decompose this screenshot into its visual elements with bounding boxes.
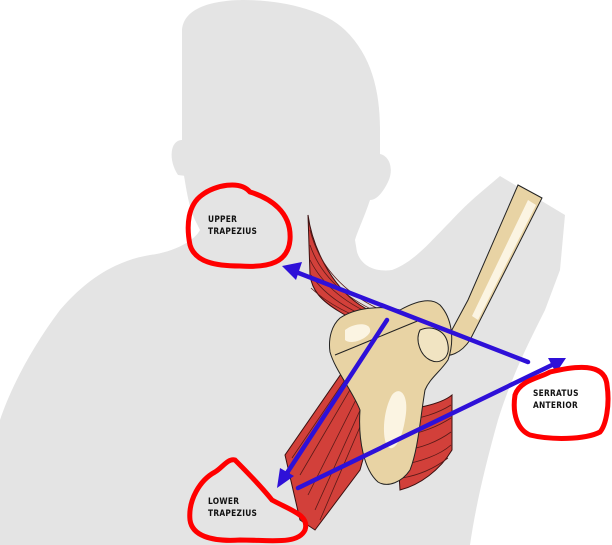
shoulder-bones bbox=[329, 184, 543, 485]
label-upper-trapezius-line2: Trapezius bbox=[208, 227, 258, 237]
label-lower-trapezius-line1: Lower bbox=[208, 497, 240, 507]
label-lower-trapezius: Lower Trapezius bbox=[208, 496, 257, 520]
label-serratus-anterior-line1: Serratus bbox=[533, 389, 579, 399]
ear-left bbox=[171, 140, 186, 176]
label-serratus-anterior-line2: Anterior bbox=[533, 401, 578, 411]
label-serratus-anterior: Serratus Anterior bbox=[533, 388, 579, 412]
label-upper-trapezius: Upper Trapezius bbox=[208, 214, 257, 238]
lower-trapezius-circle bbox=[187, 457, 309, 544]
upper-trapezius-circle bbox=[185, 182, 293, 269]
force-arrows bbox=[277, 262, 566, 491]
label-upper-trapezius-line1: Upper bbox=[208, 215, 238, 225]
annotation-circles bbox=[185, 182, 611, 544]
serratus-anterior-circle bbox=[511, 364, 611, 441]
label-lower-trapezius-line2: Trapezius bbox=[208, 509, 258, 519]
